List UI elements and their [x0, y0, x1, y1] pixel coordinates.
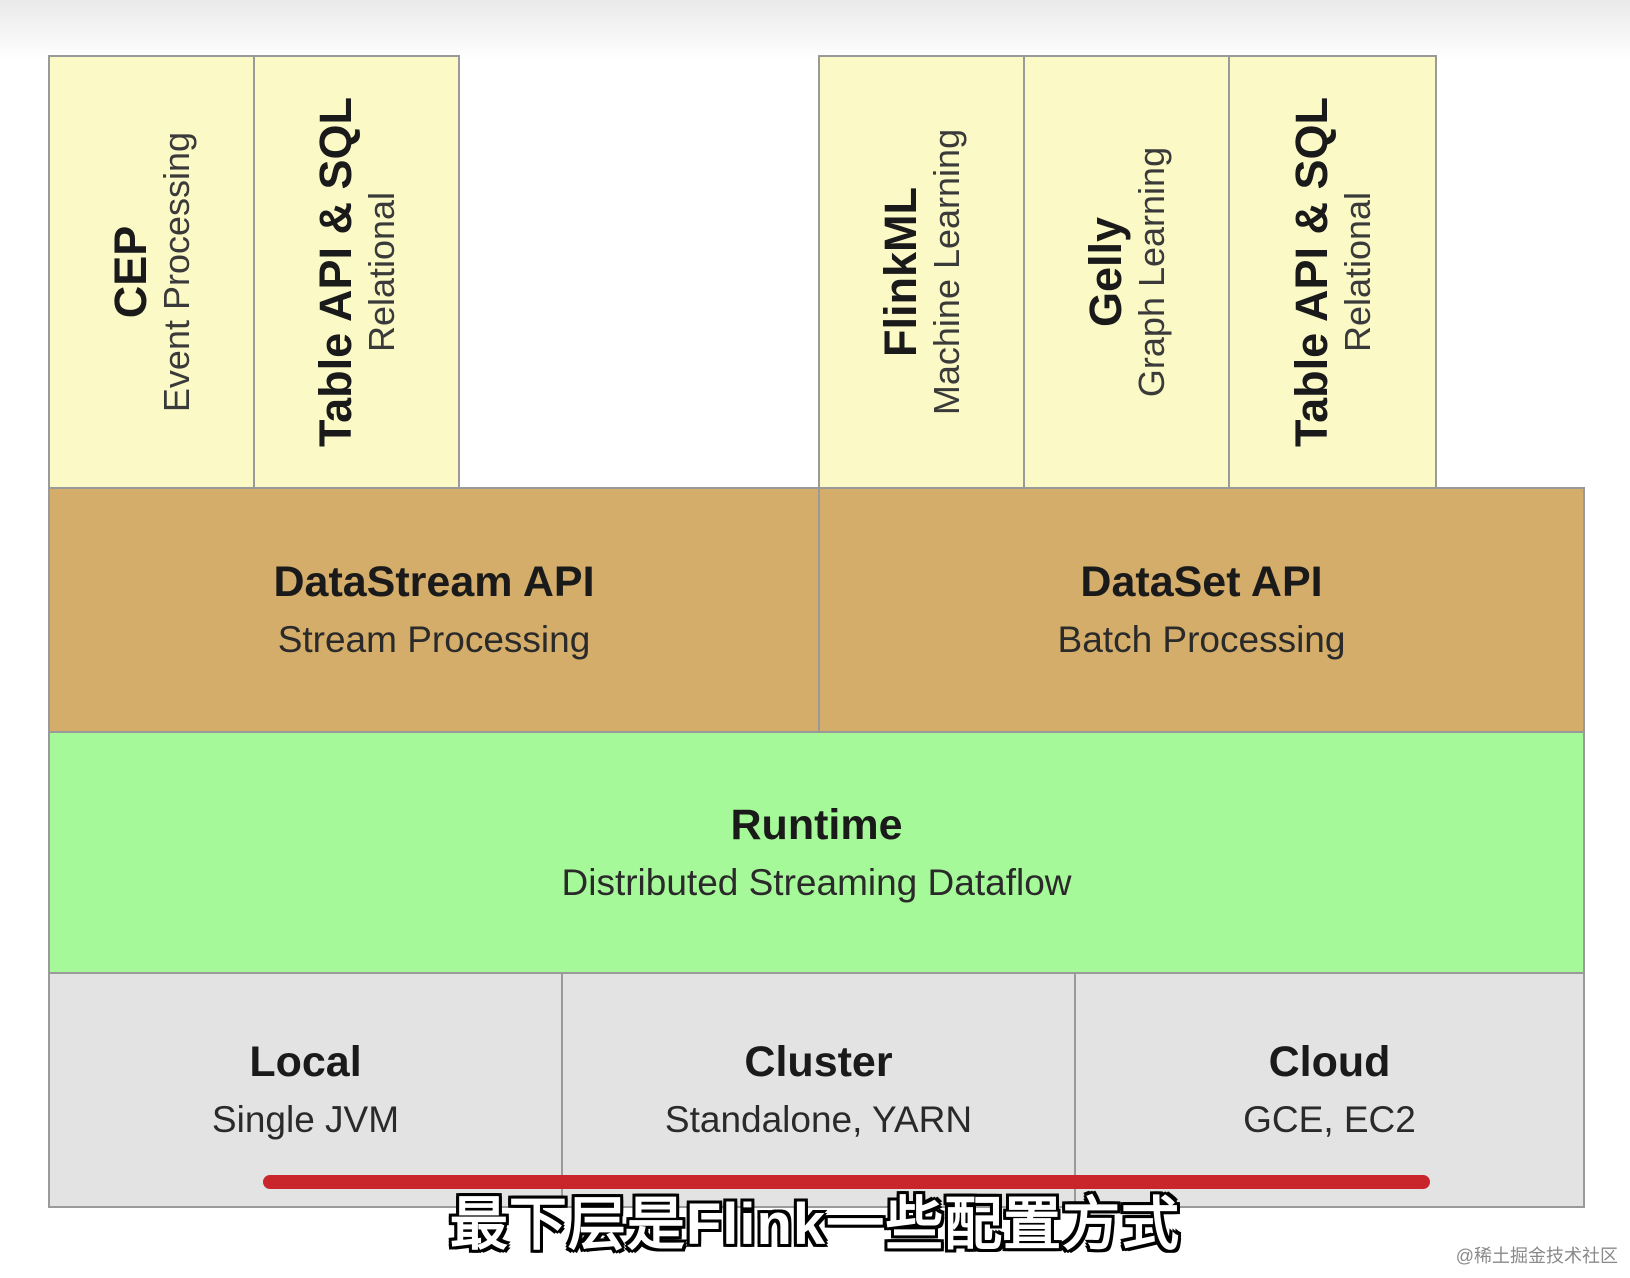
api-title: DataSet API: [1080, 558, 1323, 606]
runtime-box: Runtime Distributed Streaming Dataflow: [48, 731, 1585, 974]
library-subtitle: Machine Learning: [925, 128, 967, 416]
api-subtitle: Batch Processing: [1057, 619, 1346, 660]
deploy-subtitle: GCE, EC2: [1243, 1099, 1416, 1140]
datastream-api-box: DataStream API Stream Processing: [48, 487, 820, 733]
deploy-title: Local: [249, 1038, 362, 1086]
library-table-stream-box: Table API & SQL Relational: [253, 55, 460, 489]
library-table-batch-label: Table API & SQL Relational: [1285, 96, 1379, 448]
library-flinkml-box: FlinkML Machine Learning: [818, 55, 1025, 489]
library-title: Gelly: [1079, 216, 1131, 328]
deploy-title: Cluster: [744, 1038, 893, 1086]
deploy-subtitle: Standalone, YARN: [664, 1099, 973, 1140]
dataset-api-box: DataSet API Batch Processing: [818, 487, 1585, 733]
deploy-subtitle: Single JVM: [211, 1099, 400, 1140]
library-title: Table API & SQL: [1285, 96, 1337, 448]
library-table-stream-label: Table API & SQL Relational: [309, 96, 403, 448]
library-title: Table API & SQL: [309, 96, 361, 448]
library-subtitle: Graph Learning: [1130, 146, 1172, 398]
library-subtitle: Event Processing: [155, 131, 197, 413]
watermark: @稀土掘金技术社区: [1455, 1246, 1618, 1266]
library-subtitle: Relational: [1336, 191, 1378, 353]
library-subtitle: Relational: [360, 191, 402, 353]
deploy-cloud-box: Cloud GCE, EC2: [1074, 972, 1585, 1208]
video-caption: 最下层是Flink一些配置方式: [449, 1192, 1181, 1257]
runtime-title: Runtime: [730, 800, 903, 849]
api-subtitle: Stream Processing: [277, 619, 591, 660]
library-title: FlinkML: [874, 187, 926, 357]
deploy-local-box: Local Single JVM: [48, 972, 563, 1208]
library-flinkml-label: FlinkML Machine Learning: [874, 128, 968, 416]
api-title: DataStream API: [273, 558, 595, 606]
library-cep-label: CEP Event Processing: [104, 131, 198, 413]
deploy-title: Cloud: [1268, 1038, 1391, 1086]
library-gelly-box: Gelly Graph Learning: [1023, 55, 1230, 489]
library-table-batch-box: Table API & SQL Relational: [1228, 55, 1437, 489]
deploy-cluster-box: Cluster Standalone, YARN: [561, 972, 1076, 1208]
top-fade: [0, 0, 1630, 60]
library-cep-box: CEP Event Processing: [48, 55, 255, 489]
red-underline: [263, 1175, 1430, 1189]
library-title: CEP: [104, 225, 156, 319]
runtime-subtitle: Distributed Streaming Dataflow: [561, 861, 1072, 903]
library-gelly-label: Gelly Graph Learning: [1079, 146, 1173, 398]
